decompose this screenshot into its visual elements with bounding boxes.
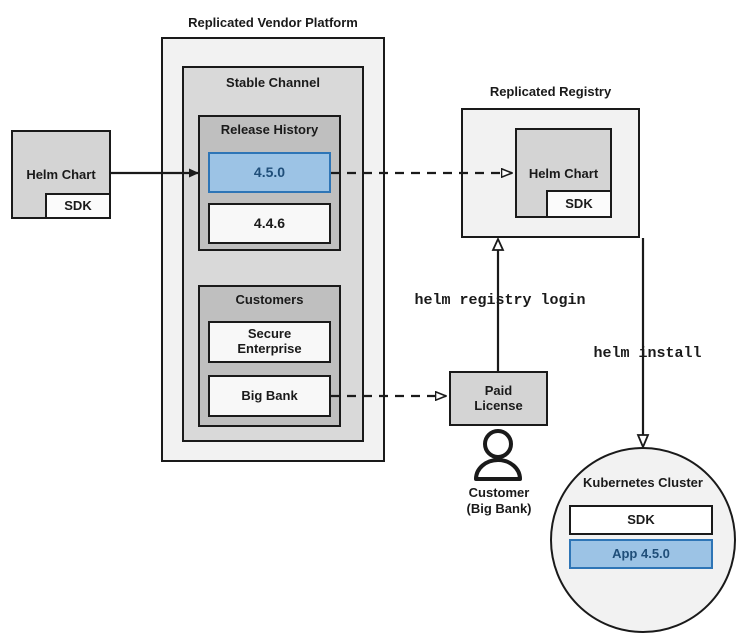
customer-actor-label-line2: (Big Bank) [466, 500, 532, 516]
release-version-label: 4.4.6 [253, 215, 286, 232]
cluster-item-sdk[interactable]: SDK [569, 505, 713, 535]
source-helm-chart-sdk[interactable]: SDK [45, 193, 111, 219]
cluster-item-label: SDK [627, 511, 655, 527]
arrow-registry-to-cluster [636, 238, 650, 450]
registry-helm-chart-label: Helm Chart [528, 166, 599, 181]
helm-install-command: helm install [593, 345, 702, 362]
release-history-title: Release History [220, 122, 319, 137]
release-version-4-4-6[interactable]: 4.4.6 [208, 203, 331, 244]
stable-channel-title: Stable Channel [226, 75, 320, 90]
registry-helm-chart-sdk[interactable]: SDK [546, 190, 612, 218]
cluster-item-app[interactable]: App 4.5.0 [569, 539, 713, 569]
registry-sdk-label: SDK [565, 195, 593, 211]
replicated-registry-title: Replicated Registry [489, 84, 612, 99]
customer-secure-enterprise[interactable]: Secure Enterprise [208, 321, 331, 363]
customer-actor-label: Customer (Big Bank) [438, 485, 560, 516]
kubernetes-cluster-title: Kubernetes Cluster [583, 475, 703, 490]
customer-name-label: Big Bank [241, 387, 298, 403]
helm-registry-login-command: helm registry login [414, 292, 586, 309]
customer-name-label: Secure Enterprise [237, 326, 302, 356]
person-icon [474, 429, 522, 481]
customer-big-bank[interactable]: Big Bank [208, 375, 331, 417]
paid-license-node[interactable]: Paid License [449, 371, 548, 426]
source-sdk-label: SDK [64, 197, 92, 213]
release-version-label: 4.5.0 [253, 164, 286, 181]
customer-actor-label-line1: Customer [468, 485, 530, 500]
cluster-item-label: App 4.5.0 [612, 545, 670, 561]
source-helm-chart-label: Helm Chart [26, 167, 96, 182]
paid-license-label: Paid License [474, 382, 523, 413]
customers-title: Customers [235, 292, 304, 307]
release-version-4-5-0[interactable]: 4.5.0 [208, 152, 331, 193]
vendor-platform-title: Replicated Vendor Platform [188, 15, 358, 30]
